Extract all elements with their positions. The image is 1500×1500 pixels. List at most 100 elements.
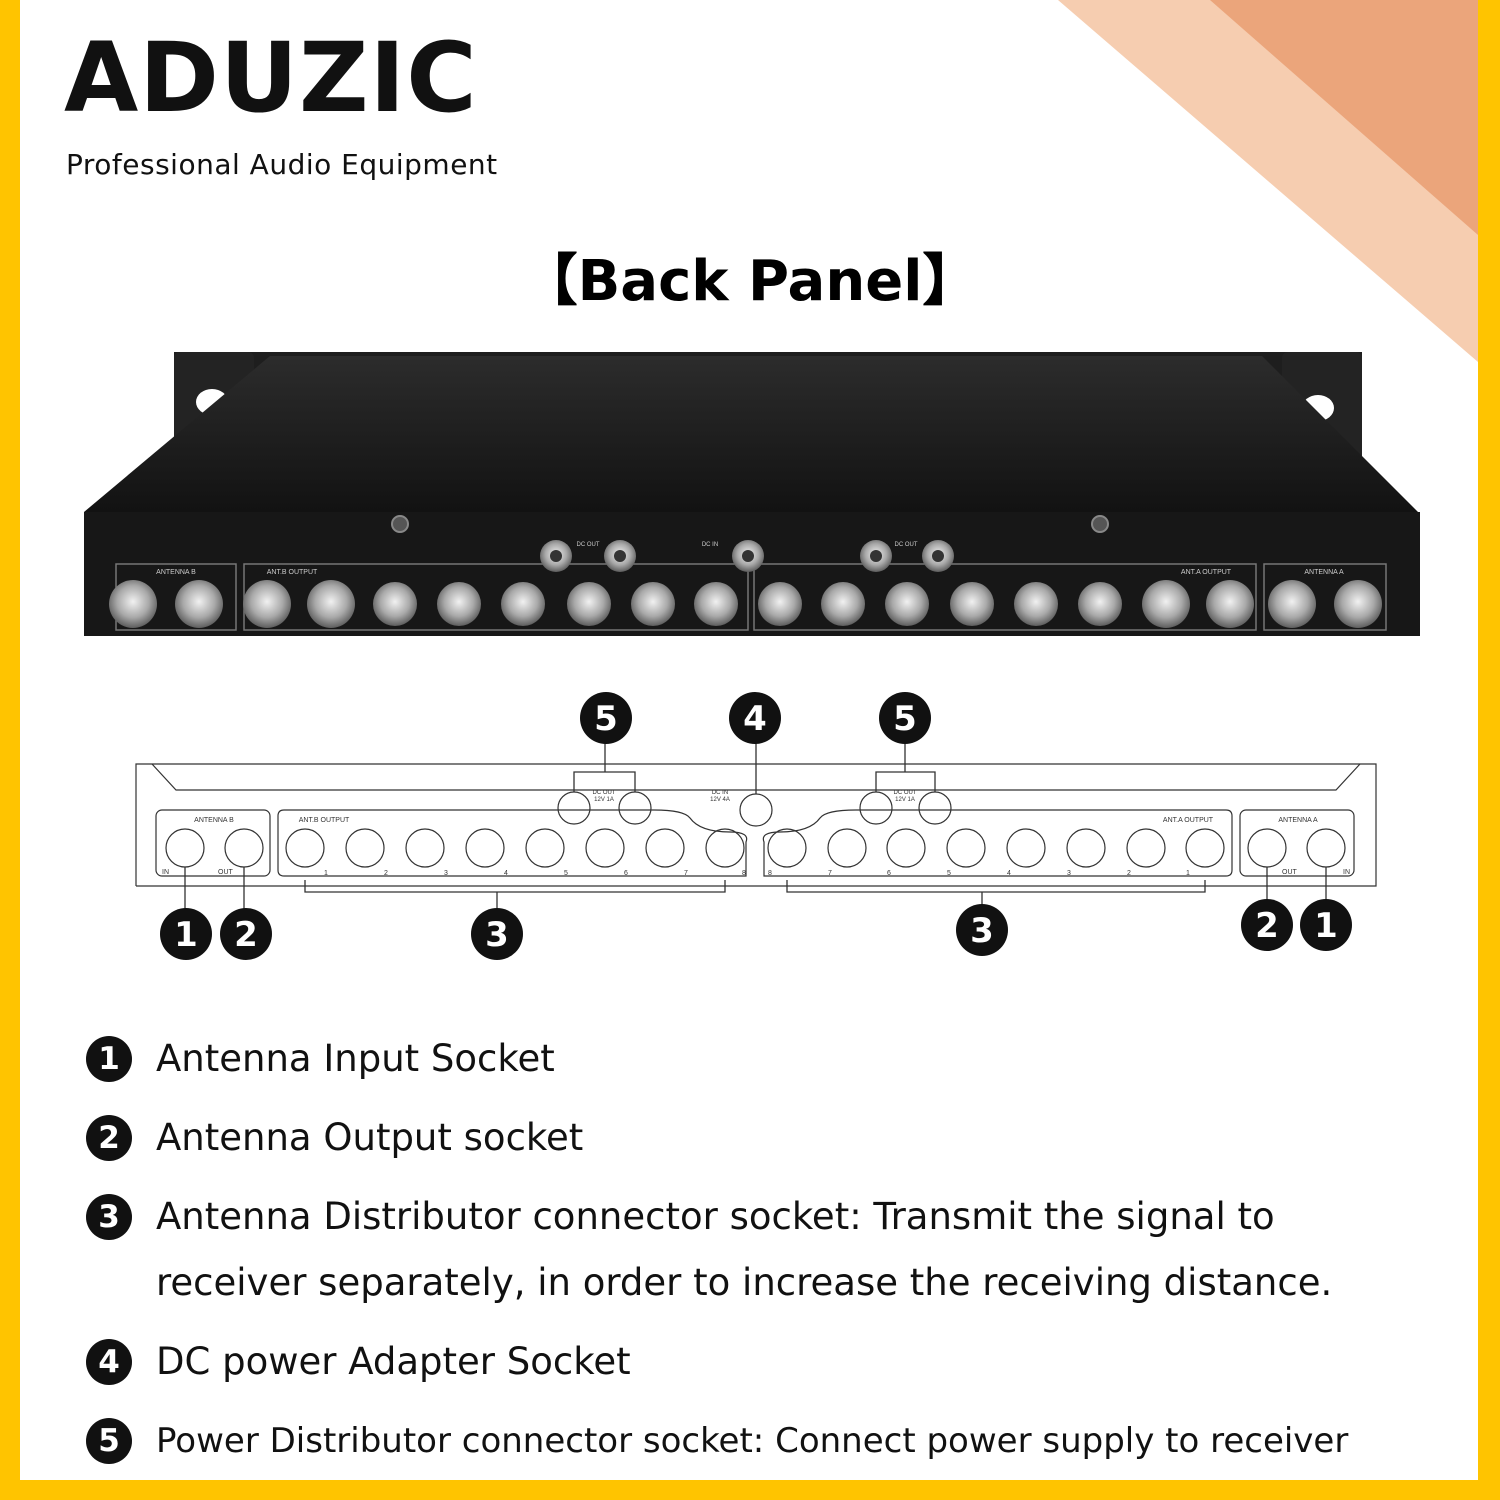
diagram-connector-a-6	[886, 828, 926, 868]
brand-tagline: Professional Audio Equipment	[66, 148, 498, 181]
device-back-photo: ANTENNA B ANT.B OUTPUT ANT.A OUTPUT ANTE…	[84, 352, 1420, 636]
diagram-a-port-number: 8	[768, 870, 772, 877]
diagram-a-port-number: 1	[1186, 870, 1190, 877]
photo-connector-b-6	[567, 582, 611, 626]
legend-text-3: Antenna Distributor connector socket: Tr…	[156, 1195, 1333, 1304]
photo-connector-a-1	[1206, 580, 1254, 628]
callout-4-number: 4	[743, 699, 767, 739]
diagram-b-port-number: 4	[504, 870, 508, 877]
legend-number-2: 2	[86, 1115, 132, 1161]
callout-2-right-number: 2	[1255, 906, 1279, 946]
diagram-label-b-out: OUT	[218, 869, 234, 876]
diagram-frame-ant-a-output	[762, 809, 1233, 877]
legend-list: 1 Antenna Input Socket 2 Antenna Output …	[86, 1030, 1426, 1491]
diagram-connector-a-in	[1306, 828, 1346, 868]
photo-label-dc-in: DC IN	[702, 542, 718, 548]
callout-5-right	[879, 692, 931, 744]
legend-text-5: Power Distributor connector socket: Conn…	[156, 1421, 1349, 1461]
diagram-b-port-number: 6	[624, 870, 628, 877]
bracket-dc-out-right	[875, 771, 936, 792]
photo-bnc-connectors	[109, 580, 1382, 628]
diagram-a-port-number: 6	[887, 870, 891, 877]
photo-connector-a-8	[758, 582, 802, 626]
diagram-label-a-out: OUT	[1282, 869, 1298, 876]
diagram-connector-b-out	[224, 828, 264, 868]
photo-connector-a-2	[1142, 580, 1190, 628]
diagram-label-dc-out-left-rating: 12V 1A	[594, 797, 614, 803]
diagram-connector-a-out	[1247, 828, 1287, 868]
photo-connector-b-2	[307, 580, 355, 628]
legend-number-1: 1	[86, 1036, 132, 1082]
legend-item-1: 1 Antenna Input Socket	[86, 1030, 1426, 1092]
callout-3-right	[956, 904, 1008, 956]
bracket-a-outputs	[786, 880, 1206, 893]
photo-frame-antenna-a	[1263, 563, 1387, 631]
photo-connector-b-1	[243, 580, 291, 628]
legend-text-4: DC power Adapter Socket	[156, 1340, 631, 1383]
photo-label-ant-b-output: ANT.B OUTPUT	[267, 569, 318, 576]
callout-4	[729, 692, 781, 744]
photo-connector-a-7	[821, 582, 865, 626]
legend-item-2: 2 Antenna Output socket	[86, 1109, 1426, 1171]
diagram-label-b-in: IN	[162, 869, 169, 876]
photo-connector-b-8	[694, 582, 738, 626]
photo-connector-a-3	[1078, 582, 1122, 626]
callout-5-left-number: 5	[594, 699, 618, 739]
back-panel-diagram: ANTENNA B IN OUT ANT.B OUTPUT ANT.A OUTP…	[135, 692, 1377, 960]
diagram-frame-antenna-b	[155, 809, 271, 877]
legend-item-5: 5 Power Distributor connector socket: Co…	[86, 1412, 1426, 1474]
diagram-b-port-number: 7	[684, 870, 688, 877]
photo-connector-a-5	[950, 582, 994, 626]
callout-2-left	[220, 908, 272, 960]
photo-connector-b-4	[437, 582, 481, 626]
diagram-dc-out-right-1	[859, 791, 893, 825]
photo-label-dc-out-right: DC OUT	[895, 542, 918, 548]
diagram-label-dc-out-left: DC OUT	[593, 790, 616, 796]
diagram-a-port-number: 3	[1067, 870, 1071, 877]
photo-dc-jacks	[540, 540, 954, 572]
diagram-connector-b-8	[705, 828, 745, 868]
diagram-b-port-number: 1	[324, 870, 328, 877]
diagram-b-port-number: 5	[564, 870, 568, 877]
diagram-connector-b-7	[645, 828, 685, 868]
legend-item-4: 4 DC power Adapter Socket	[86, 1333, 1426, 1395]
photo-label-ant-a-output: ANT.A OUTPUT	[1181, 569, 1232, 576]
callout-5-right-number: 5	[893, 699, 917, 739]
callout-1-left	[160, 908, 212, 960]
diagram-connector-a-8	[767, 828, 807, 868]
callout-5-left	[580, 692, 632, 744]
diagram-label-dc-in-rating: 12V 4A	[710, 797, 730, 803]
diagram-connector-b-in	[165, 828, 205, 868]
diagram-label-a-in: IN	[1343, 869, 1350, 876]
section-title: 【Back Panel】	[521, 249, 979, 314]
photo-label-dc-out-left: DC OUT	[577, 542, 600, 548]
legend-number-4: 4	[86, 1339, 132, 1385]
screw-left	[391, 515, 409, 533]
photo-connector-a-6	[885, 582, 929, 626]
diagram-b-port-number: 2	[384, 870, 388, 877]
legend-item-3: 3 Antenna Distributor connector socket: …	[86, 1188, 1426, 1316]
photo-label-antenna-b: ANTENNA B	[156, 569, 196, 576]
photo-connector-b-in	[109, 580, 157, 628]
legend-text-1: Antenna Input Socket	[156, 1037, 555, 1080]
device-back-face	[84, 512, 1420, 636]
diagram-dc-out-right-2	[918, 791, 952, 825]
diagram-connector-a-2	[1126, 828, 1166, 868]
diagram-a-port-number: 2	[1127, 870, 1131, 877]
diagram-label-ant-a-output: ANT.A OUTPUT	[1163, 817, 1214, 824]
diagram-label-antenna-a: ANTENNA A	[1278, 817, 1318, 824]
callout-1-right-number: 1	[1314, 906, 1338, 946]
photo-connector-a-4	[1014, 582, 1058, 626]
diagram-outline	[135, 763, 1377, 887]
diagram-label-ant-b-output: ANT.B OUTPUT	[299, 817, 350, 824]
photo-connector-a-in	[1334, 580, 1382, 628]
diagram-connector-b-6	[585, 828, 625, 868]
callout-3-left-number: 3	[485, 915, 509, 955]
brand-logo: ADUZIC	[64, 22, 478, 134]
diagram-label-dc-in: DC IN	[712, 790, 728, 796]
diagram-label-dc-out-right-rating: 12V 1A	[895, 797, 915, 803]
diagram-connector-a-5	[946, 828, 986, 868]
